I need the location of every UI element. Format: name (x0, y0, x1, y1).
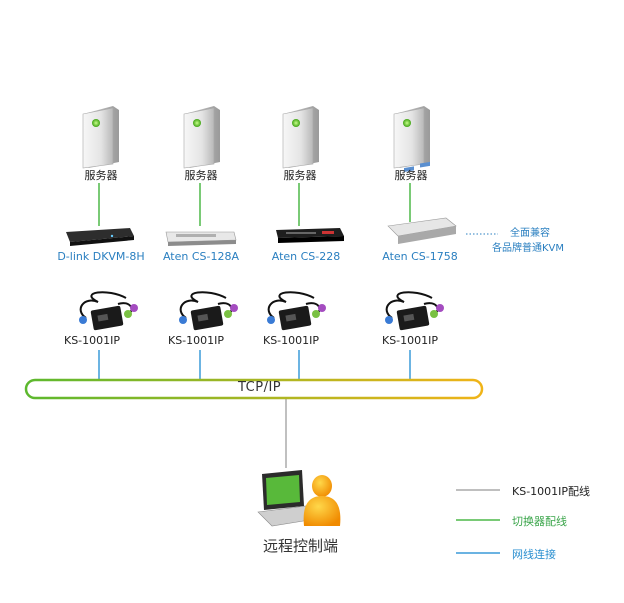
legend-label-switch-wire: 切换器配线 (512, 515, 567, 528)
server-icon-1 (82, 106, 119, 169)
switch-label-2: Aten CS-128A (162, 250, 240, 263)
adapter-label-3: KS-1001IP (262, 334, 320, 347)
ip-adapter-icon-2 (179, 291, 238, 331)
ip-adapter-icon-3 (267, 291, 326, 331)
legend-label-network-wire: 网线连接 (512, 548, 556, 561)
kvm-switch-icon-1 (66, 228, 134, 246)
switch-label-4: Aten CS-1758 (382, 250, 458, 263)
adapter-label-4: KS-1001IP (381, 334, 439, 347)
ip-adapter-icon-1 (79, 291, 138, 331)
compat-note-line2: 各品牌普通KVM (492, 243, 565, 254)
server-icon-2 (183, 106, 220, 169)
ip-adapter-icon-4 (385, 291, 444, 331)
server-icon-4 (393, 106, 430, 169)
tcpip-label: TCP/IP (238, 380, 282, 395)
server-icon-3 (282, 106, 319, 169)
compat-note-line1: 全面兼容 (510, 228, 550, 239)
kvm-switch-icon-2 (165, 231, 237, 246)
adapter-label-2: KS-1001IP (167, 334, 225, 347)
remote-label: 远程控制端 (263, 537, 339, 555)
server-label-4: 服务器 (394, 169, 428, 182)
server-label-2: 服务器 (184, 169, 218, 182)
kvm-switch-icon-3 (276, 228, 344, 243)
legend-label-ip-wire: KS-1001IP配线 (512, 485, 591, 498)
server-label-3: 服务器 (283, 169, 317, 182)
remote-station-icon (257, 470, 341, 527)
adapter-label-1: KS-1001IP (63, 334, 121, 347)
switch-label-3: Aten CS-228 (271, 250, 341, 263)
kvm-switch-icon-4 (387, 161, 457, 244)
switch-label-1: D-link DKVM-8H (57, 250, 145, 263)
server-label-1: 服务器 (84, 169, 118, 182)
tcpip-bus (24, 378, 484, 400)
